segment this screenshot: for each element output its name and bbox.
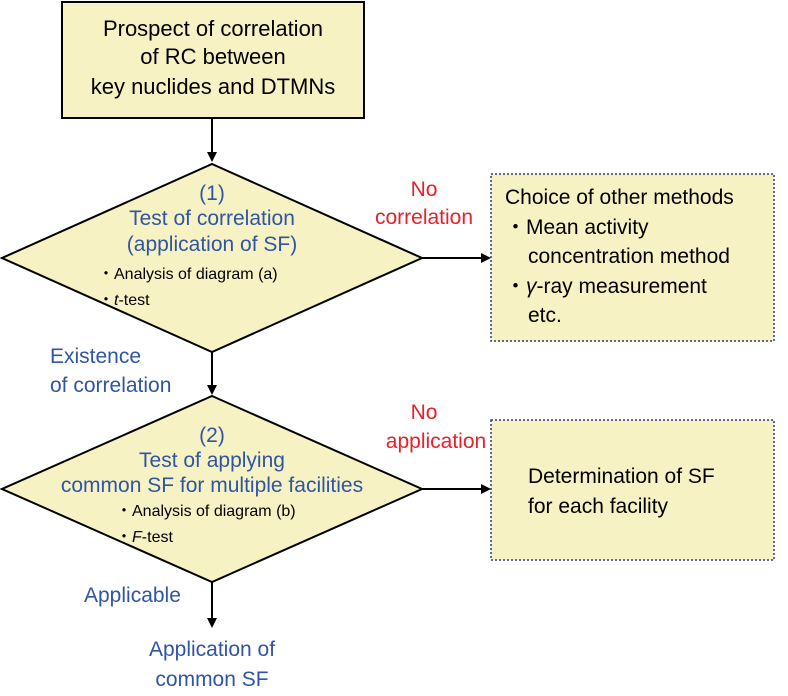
decision-2-number: (2) [199,424,225,447]
decision-1-bullet-2: ・t-test [98,292,150,309]
decision-2-bullet-2: ・F-test [116,529,173,546]
other-methods-bullet-1-line-1: ・Mean activity [505,216,649,239]
existence-label-line-2: of correlation [50,374,171,397]
determination-box: Determination of SF for each facility [490,419,775,561]
determination-line-2: for each facility [528,495,669,518]
decision-1-bullet-1: ・Analysis of diagram (a) [98,266,278,283]
end-label-line-1: Application of [149,638,275,661]
determination-box-shape [490,419,775,561]
other-methods-title: Choice of other methods [505,186,734,209]
no-correlation-label-line-2: correlation [375,206,473,229]
start-box-shape [61,1,365,119]
decision-1-title-line-1: Test of correlation [129,207,295,230]
decision-2-bullet-2-suffix: -test [142,529,174,546]
start-box: Prospect of correlation of RC between ke… [61,1,365,119]
other-methods-bullet-2-dot: ・ [505,275,526,298]
decision-2-bullet-1: ・Analysis of diagram (b) [116,503,296,520]
no-application-label-line-1: No [411,401,438,424]
decision-2-title-line-1: Test of applying [139,449,285,472]
applicable-label: Applicable [84,584,181,607]
decision-2-bullet-2-italic: F [132,529,143,546]
no-application-label-line-2: application [386,430,486,453]
decision-2-bullet-2-dot: ・ [116,529,132,546]
other-methods-etc: etc. [528,304,562,327]
other-methods-bullet-2: ・γ-ray measurement [505,275,707,298]
determination-line-1: Determination of SF [528,465,715,488]
other-methods-bullet-1-line-2: concentration method [528,245,730,268]
no-correlation-label-line-1: No [411,178,438,201]
existence-label-line-1: Existence [50,345,141,368]
other-methods-box-shape [490,173,775,342]
start-box-line-1: Prospect of correlation [103,16,323,41]
decision-1: (1) Test of correlation (application of … [0,162,425,354]
other-methods-box: Choice of other methods ・Mean activity c… [490,173,775,342]
start-box-line-2: of RC between [140,44,286,69]
decision-2: (2) Test of applying common SF for multi… [0,394,425,584]
decision-2-title-line-2: common SF for multiple facilities [61,474,363,497]
decision-1-bullet-2-suffix: -test [118,292,150,309]
decision-1-title-line-2: (application of SF) [127,233,297,256]
end-label-line-2: common SF [155,668,268,691]
other-methods-bullet-2-suffix: -ray measurement [537,275,708,298]
start-box-line-3: key nuclides and DTMNs [91,74,336,99]
decision-1-number: (1) [199,182,225,205]
decision-1-bullet-2-dot: ・ [98,292,114,309]
decision-1-bullet-2-italic: t [114,292,119,309]
gamma-symbol: γ [526,275,538,298]
